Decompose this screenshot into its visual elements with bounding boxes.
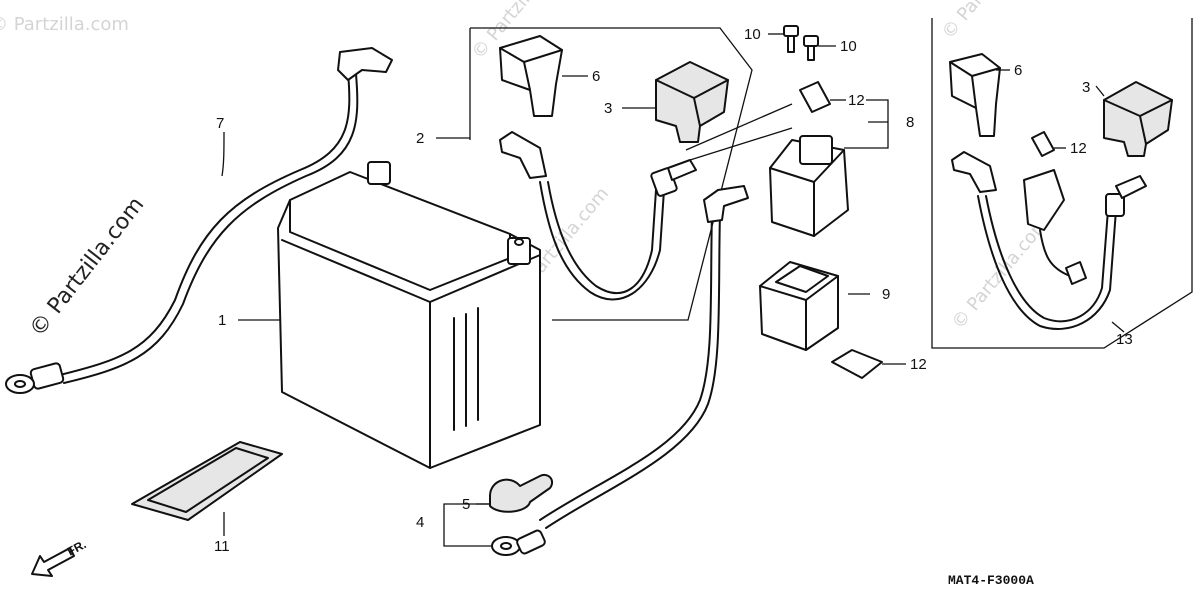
callout-11: 11 — [214, 538, 230, 555]
callout-13: 13 — [1116, 331, 1133, 348]
watermark-faint: © Partzilla.com — [0, 14, 129, 35]
callout-3-kit: 3 — [1082, 79, 1090, 96]
starter-relay — [769, 135, 849, 237]
callout-9: 9 — [882, 286, 890, 303]
terminal-cap-5 — [489, 474, 554, 513]
fuse-wire-harness — [951, 151, 1147, 330]
fuse-12a — [799, 81, 831, 113]
fuse-12b — [1031, 131, 1055, 157]
terminal-cap-6 — [499, 35, 563, 117]
terminal-cover-3 — [655, 61, 729, 143]
bolt-10a — [783, 25, 799, 53]
callout-8: 8 — [906, 114, 914, 131]
callout-7: 7 — [216, 115, 224, 132]
fuse-12c — [831, 349, 883, 379]
callout-6-kit: 6 — [1014, 62, 1022, 79]
battery-negative-cable — [5, 47, 393, 394]
callout-12c: 12 — [910, 356, 927, 373]
callout-4: 4 — [416, 514, 424, 531]
starter-cable — [491, 185, 749, 556]
battery-strap — [131, 441, 283, 521]
callout-10b: 10 — [840, 38, 857, 55]
callout-2: 2 — [416, 130, 424, 147]
diagram-code: MAT4-F3000A — [948, 573, 1034, 588]
watermark-primary: © Partzilla.com — [25, 193, 149, 342]
terminal-cover-3-kit — [1103, 81, 1173, 157]
callout-10a: 10 — [744, 26, 761, 43]
leader-lines — [221, 33, 1125, 547]
front-arrow-icon — [31, 547, 75, 577]
callout-5: 5 — [462, 496, 470, 513]
terminal-cap-6-kit — [949, 53, 1001, 137]
bolt-10b — [803, 35, 819, 61]
positive-cable-group — [469, 27, 753, 321]
optional-kit-panel — [931, 18, 1193, 349]
callout-3: 3 — [604, 100, 612, 117]
battery — [277, 161, 541, 469]
watermark-faint: © Partzilla.com — [938, 0, 1043, 43]
callout-6: 6 — [592, 68, 600, 85]
callout-12b: 12 — [1070, 140, 1087, 157]
fuse-holder — [759, 261, 839, 351]
callout-1: 1 — [218, 312, 226, 329]
callout-12a: 12 — [848, 92, 865, 109]
